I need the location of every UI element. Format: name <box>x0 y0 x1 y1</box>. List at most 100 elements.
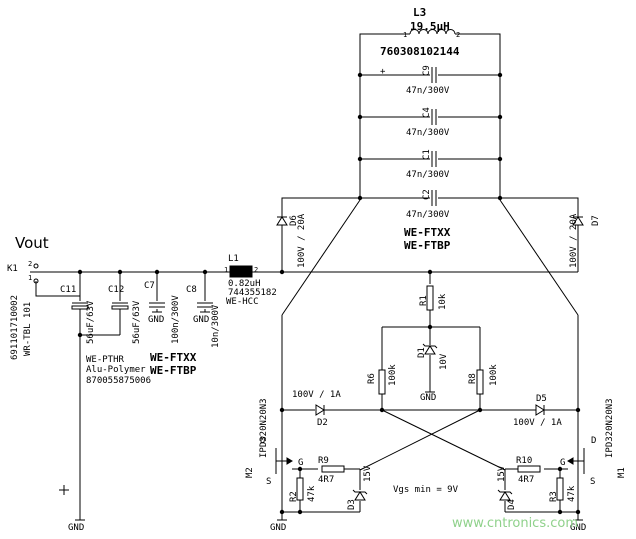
choke-l1-symbol <box>229 265 253 278</box>
cap-c8-ref: C8 <box>186 285 197 295</box>
d3-value: 15V <box>363 465 373 482</box>
junction-dot <box>357 156 363 162</box>
transformer-pin-1: 1 <box>403 31 407 39</box>
zener-d4-symbol <box>499 491 511 501</box>
resonant-series-1: WE-FTXX <box>404 226 451 239</box>
junction-dot <box>77 332 83 338</box>
transformer-pin-2: 2 <box>456 31 460 39</box>
film-series-2: WE-FTBP <box>150 364 197 377</box>
d5-ref: D5 <box>536 394 547 404</box>
connector-series: WR-TBL 101 <box>23 302 33 356</box>
zener-d4-symbol <box>497 489 513 495</box>
d4-value: 15V <box>497 465 507 482</box>
wire <box>359 409 481 471</box>
r6-value: 100k <box>388 364 398 386</box>
connector-part-number: 691101710002 <box>10 295 20 360</box>
mosfet-m1-symbol <box>567 457 574 465</box>
wires <box>30 33 579 520</box>
output-title: Vout <box>15 234 49 252</box>
cap-c7-ref: C7 <box>144 281 155 291</box>
m1-pin-s: S <box>590 477 595 487</box>
component-symbols <box>33 29 585 521</box>
r10-value: 4R7 <box>518 475 534 485</box>
m2-part: IPD320N20N3 <box>259 398 269 458</box>
cap-c11-value: 56uF/63V <box>86 300 96 344</box>
resistor-r6-symbol <box>378 369 386 395</box>
resonant-series-2: WE-FTBP <box>404 239 451 252</box>
diode-d7-value: 100V / 20A <box>569 213 579 268</box>
r3-ref: R3 <box>549 491 559 502</box>
diode-d6-symbol <box>276 216 288 226</box>
junction-dot <box>77 269 83 275</box>
r8-value: 100k <box>489 364 499 386</box>
d3-ref: D3 <box>347 499 357 510</box>
r3-value: 47k <box>567 485 577 502</box>
junction-dot <box>575 407 581 413</box>
choke-pin-2: 2 <box>254 266 258 274</box>
junction-dot <box>477 407 483 413</box>
junction-dot <box>357 72 363 78</box>
choke-value: 0.82uH <box>228 279 261 289</box>
r6-ref: R6 <box>367 373 377 384</box>
cap-c7-value: 100n/300V <box>171 295 181 344</box>
cap-c12-ref: C12 <box>108 285 124 295</box>
connector-k1-pin <box>33 263 39 269</box>
polymer-info-1: WE-PTHR <box>86 355 125 365</box>
polymer-info-3: 870055875006 <box>86 376 151 386</box>
cap-c12-value: 56uF/63V <box>132 300 142 344</box>
cap-c2-ref: C2 <box>422 189 432 200</box>
zener-d3-symbol <box>354 491 366 501</box>
r9-ref: R9 <box>318 456 329 466</box>
d1-ref: D1 <box>417 347 427 358</box>
gnd-label-m2: GND <box>270 523 286 533</box>
gnd-label-c7: GND <box>148 315 164 325</box>
m1-pin-g: G <box>560 458 565 468</box>
cap-c12-symbol <box>111 305 129 310</box>
junction-dot <box>427 324 433 330</box>
cap-c4-value: 47n/300V <box>406 128 450 138</box>
r2-value: 47k <box>307 485 317 502</box>
zener-d1-symbol <box>422 343 438 349</box>
junction-dot <box>279 509 285 515</box>
junction-dot <box>279 269 285 275</box>
d4-ref: D4 <box>507 499 517 510</box>
connector-k1-pin <box>33 278 39 284</box>
wire <box>359 33 405 200</box>
m1-ref: M1 <box>617 467 627 478</box>
junction-dot <box>575 509 581 515</box>
m2-pin-d: D <box>260 436 265 446</box>
choke-pin-1: 1 <box>224 266 228 274</box>
junction-dot <box>202 269 208 275</box>
junction-dot <box>154 269 160 275</box>
mosfet-m2-symbol <box>286 457 293 465</box>
d5-value: 100V / 1A <box>513 418 562 428</box>
cap-c9-ref: C9 <box>422 65 432 76</box>
junction-dot <box>497 114 503 120</box>
watermark: www.cntronics.com <box>452 516 578 531</box>
cap-c4-ref: C4 <box>422 107 432 118</box>
junction-dot <box>297 509 303 515</box>
resistor-r8-symbol <box>476 369 484 395</box>
wire <box>35 281 80 297</box>
transformer-value: 19.5µH <box>410 20 450 33</box>
m2-pin-g: G <box>298 458 303 468</box>
cap-c1-value: 47n/300V <box>406 170 450 180</box>
connector-pin-2: 2 <box>28 260 32 268</box>
junction-dot <box>497 156 503 162</box>
choke-part-number: 744355182 <box>228 288 277 298</box>
r2-ref: R2 <box>289 491 299 502</box>
cap-c8-value: 10n/300V <box>211 304 221 348</box>
gnd-label-m1: GND <box>570 523 586 533</box>
r8-ref: R8 <box>468 373 478 384</box>
d2-ref: D2 <box>317 418 328 428</box>
junction-dot <box>427 269 433 275</box>
wire <box>461 33 501 200</box>
wire <box>381 409 506 471</box>
d2-value: 100V / 1A <box>292 390 341 400</box>
resistor-r2-symbol <box>296 477 304 501</box>
d1-value: 10V <box>439 353 449 370</box>
diode-d7-ref: D7 <box>591 215 601 226</box>
vgs-note: Vgs min = 9V <box>393 485 459 495</box>
diode-d6-ref: D6 <box>289 215 299 226</box>
cap-c9-value: 47n/300V <box>406 86 450 96</box>
